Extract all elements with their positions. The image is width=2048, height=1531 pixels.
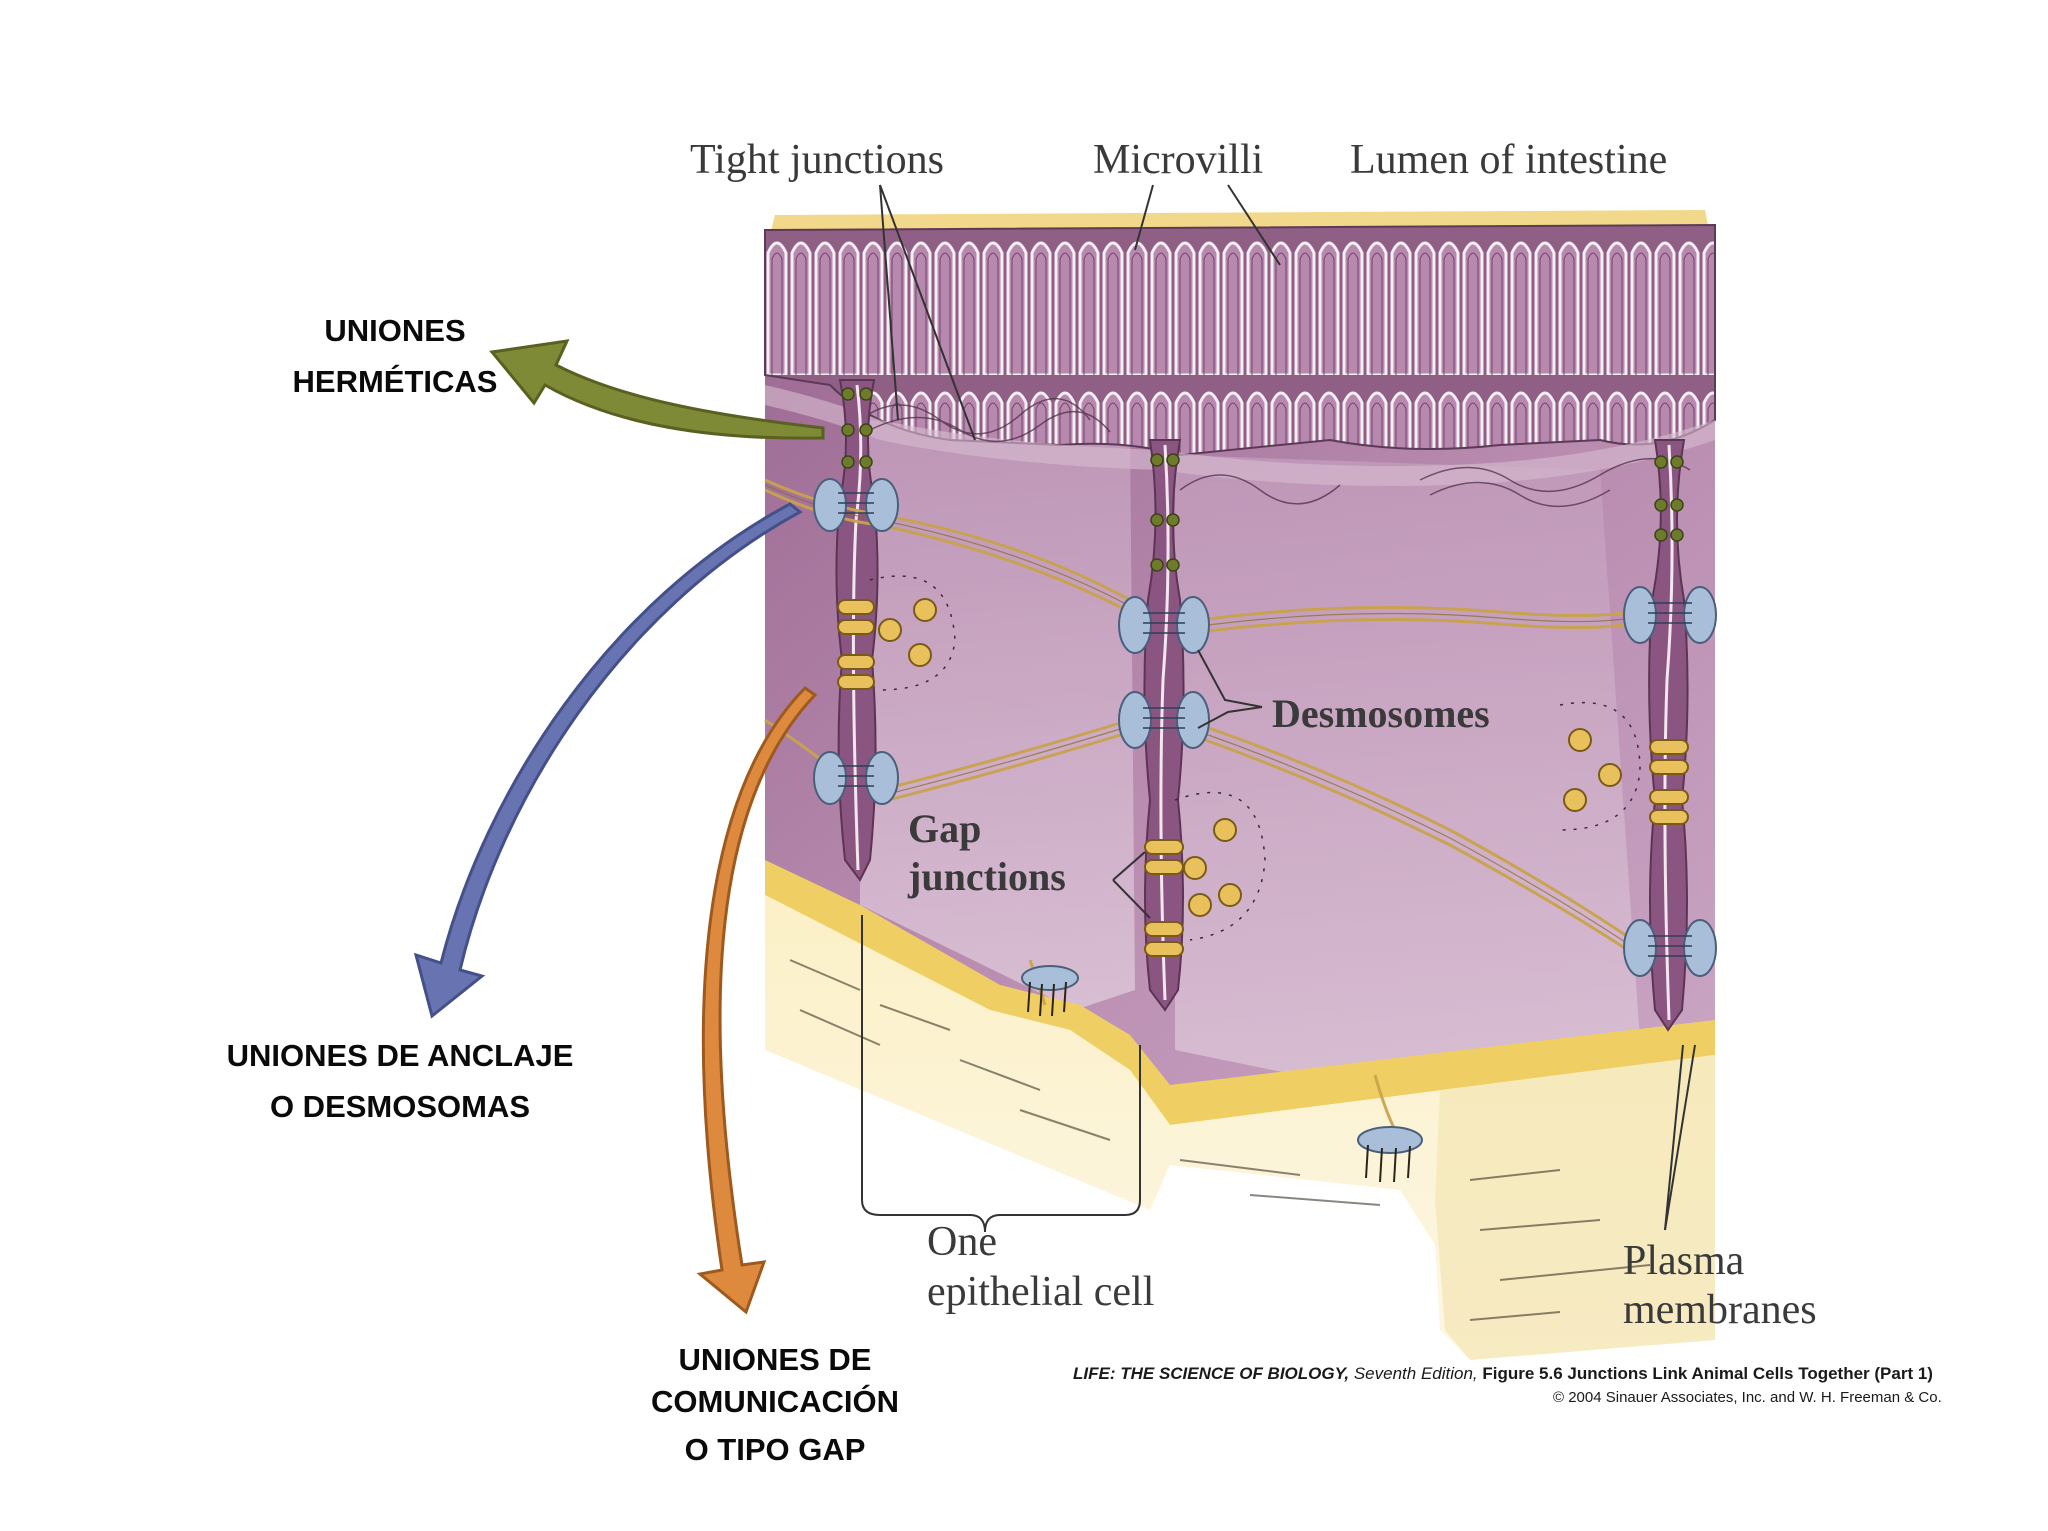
label-gap: Gap [908, 806, 982, 851]
callout-uniones-gap: UNIONES DE COMUNICACIÓN O TIPO GAP [600, 1339, 950, 1471]
credit-book: LIFE: THE SCIENCE OF BIOLOGY, [1073, 1364, 1350, 1383]
callout-hermeticas-line2: HERMÉTICAS [292, 364, 498, 399]
cell-face-right [1175, 455, 1640, 1090]
copyright-line: © 2004 Sinauer Associates, Inc. and W. H… [1553, 1389, 1942, 1406]
gap-junction-rosettes [878, 598, 1622, 917]
callout-hermeticas-line1: UNIONES [324, 313, 466, 348]
callout-uniones-hermeticas: UNIONES HERMÉTICAS [255, 305, 535, 407]
arrow-anclaje [413, 502, 803, 1019]
callout-gap-line3: O TIPO GAP [684, 1432, 866, 1467]
gap-junction-connexons [837, 599, 1689, 957]
gap-patches [869, 575, 1641, 941]
callout-gap-line2: COMUNICACIÓN [651, 1384, 899, 1419]
arrow-gap [696, 686, 818, 1315]
label-junctions: junctions [908, 854, 1066, 899]
cell-face-middle [860, 420, 1135, 1010]
label-one: One [927, 1219, 997, 1265]
slab-edge [1435, 1055, 1715, 1360]
label-epithelial-cell: epithelial cell [927, 1269, 1155, 1315]
figure-credit: LIFE: THE SCIENCE OF BIOLOGY, Seventh Ed… [1073, 1364, 1933, 1384]
desmosome-plaques [813, 478, 1717, 977]
label-membranes: membranes [1623, 1287, 1817, 1333]
hemidesmosomes [1021, 965, 1423, 1154]
credit-figure: Figure 5.6 Junctions Link Animal Cells T… [1477, 1364, 1933, 1383]
label-tight-junctions: Tight junctions [690, 137, 945, 183]
label-desmosomes: Desmosomes [1272, 691, 1490, 736]
terminal-web [859, 398, 1691, 508]
callout-anclaje-line1: UNIONES DE ANCLAJE [226, 1038, 574, 1073]
cortex-band [765, 385, 1715, 486]
arrow-hermeticas [489, 339, 825, 440]
intermediate-filaments-dark [764, 484, 1641, 953]
connective-strokes [789, 959, 1651, 1321]
basement-membrane [765, 860, 1715, 1125]
callout-uniones-anclaje: UNIONES DE ANCLAJE O DESMOSOMAS [190, 1030, 610, 1132]
callout-gap-line1: UNIONES DE [678, 1342, 872, 1377]
hemidesmosome-pins [1027, 981, 1411, 1183]
desmosome-linkers [838, 492, 1692, 957]
label-lumen-of-intestine: Lumen of intestine [1350, 137, 1668, 183]
leader-lines [861, 184, 1696, 1233]
credit-edition: Seventh Edition, [1349, 1364, 1478, 1383]
tight-junction-knots [841, 387, 1684, 572]
callout-anclaje-line2: O DESMOSOMAS [269, 1089, 531, 1124]
label-microvilli: Microvilli [1093, 137, 1264, 183]
label-plasma: Plasma [1623, 1238, 1745, 1284]
